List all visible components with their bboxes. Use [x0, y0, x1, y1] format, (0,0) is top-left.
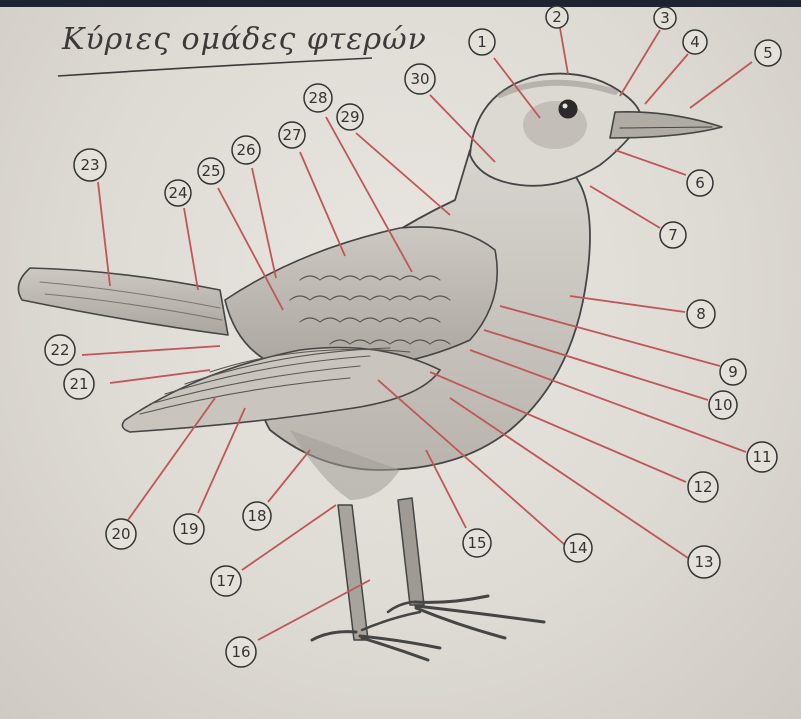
leader-line-5	[690, 62, 752, 108]
svg-text:19: 19	[179, 520, 198, 538]
leader-line-6	[615, 150, 686, 175]
svg-text:13: 13	[694, 553, 713, 571]
svg-text:6: 6	[695, 174, 705, 192]
svg-text:7: 7	[668, 226, 678, 244]
callout-26: 26	[232, 136, 260, 164]
svg-text:8: 8	[696, 305, 706, 323]
callout-17: 17	[211, 566, 241, 596]
callout-30: 30	[405, 64, 435, 94]
callout-11: 11	[747, 442, 777, 472]
callout-2: 2	[546, 6, 568, 28]
svg-text:29: 29	[340, 108, 359, 126]
callout-3: 3	[654, 7, 676, 29]
callout-22: 22	[45, 335, 75, 365]
callout-24: 24	[165, 180, 191, 206]
callout-12: 12	[688, 472, 718, 502]
svg-text:4: 4	[690, 33, 700, 51]
svg-text:30: 30	[410, 70, 429, 88]
callout-29: 29	[337, 104, 363, 130]
leader-line-24	[184, 208, 198, 290]
svg-text:23: 23	[80, 156, 99, 174]
callout-6: 6	[687, 170, 713, 196]
callout-7: 7	[660, 222, 686, 248]
svg-text:20: 20	[111, 525, 130, 543]
callout-13: 13	[688, 546, 720, 578]
leader-line-26	[252, 168, 276, 278]
callout-21: 21	[64, 369, 94, 399]
svg-text:26: 26	[236, 141, 255, 159]
callout-28: 28	[304, 84, 332, 112]
callout-25: 25	[198, 158, 224, 184]
svg-text:11: 11	[752, 448, 771, 466]
leader-line-7	[590, 186, 660, 228]
svg-text:10: 10	[713, 396, 732, 414]
leader-line-8	[570, 296, 685, 312]
leader-line-29	[356, 133, 450, 215]
svg-text:18: 18	[247, 507, 266, 525]
svg-text:3: 3	[660, 9, 670, 27]
callout-15: 15	[463, 529, 491, 557]
callout-20: 20	[106, 519, 136, 549]
title-underline	[58, 58, 372, 76]
svg-text:16: 16	[231, 643, 250, 661]
svg-text:5: 5	[763, 44, 773, 62]
svg-text:2: 2	[552, 8, 562, 26]
bird-eye	[559, 100, 577, 118]
callout-5: 5	[755, 40, 781, 66]
bird-beak	[610, 112, 722, 138]
callout-27: 27	[279, 122, 305, 148]
callout-18: 18	[243, 502, 271, 530]
svg-text:15: 15	[467, 534, 486, 552]
svg-text:24: 24	[168, 184, 187, 202]
leader-line-23	[98, 182, 110, 286]
callout-10: 10	[709, 391, 737, 419]
svg-text:14: 14	[568, 539, 587, 557]
callout-23: 23	[74, 149, 106, 181]
leader-line-27	[300, 152, 345, 256]
callout-14: 14	[564, 534, 592, 562]
leader-line-3	[620, 30, 660, 96]
callout-16: 16	[226, 637, 256, 667]
svg-text:12: 12	[693, 478, 712, 496]
bird-illustration	[18, 74, 722, 660]
callout-1: 1	[469, 29, 495, 55]
callout-9: 9	[720, 359, 746, 385]
callout-19: 19	[174, 514, 204, 544]
svg-text:25: 25	[201, 162, 220, 180]
svg-text:21: 21	[69, 375, 88, 393]
leader-line-18	[268, 450, 310, 502]
svg-text:28: 28	[308, 89, 327, 107]
svg-text:27: 27	[282, 126, 301, 144]
leader-line-4	[645, 54, 688, 104]
leader-line-2	[560, 28, 568, 74]
leader-line-22	[82, 346, 220, 355]
svg-text:9: 9	[728, 363, 738, 381]
bird-legs	[312, 498, 544, 660]
svg-text:17: 17	[216, 572, 235, 590]
svg-text:22: 22	[50, 341, 69, 359]
callout-8: 8	[687, 300, 715, 328]
callout-4: 4	[683, 30, 707, 54]
svg-text:1: 1	[477, 33, 487, 51]
